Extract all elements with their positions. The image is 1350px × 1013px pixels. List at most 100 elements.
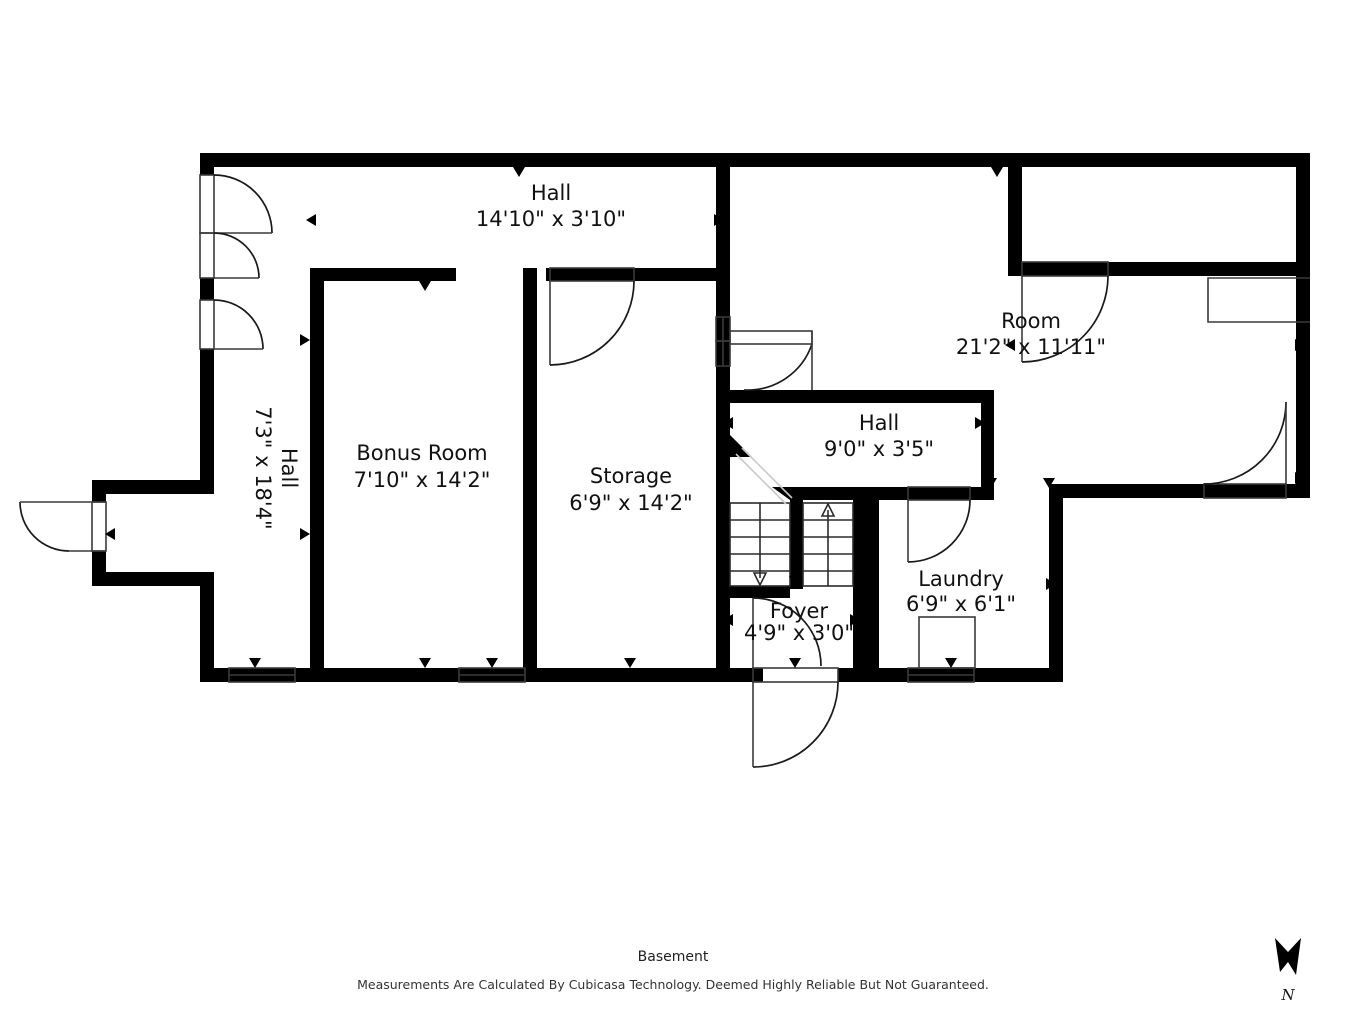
wall-protrusion-bottom (92, 572, 214, 586)
recess-room-right (1207, 277, 1310, 323)
marker-laundry-d (945, 658, 957, 668)
marker-foyer-b (850, 614, 860, 626)
compass-group: N (1275, 938, 1301, 1004)
marker-hall-top-d (714, 214, 724, 226)
door-foyer-arc (752, 681, 839, 768)
door-left-mid-leaf (199, 232, 215, 279)
room-label-storage: Storage (590, 464, 672, 488)
room-dim-storage: 6'9" x 14'2" (569, 491, 692, 515)
marker-bonus-c (524, 475, 534, 487)
wall-stair-left (716, 500, 730, 682)
marker-foyer-d (789, 658, 801, 668)
room-label-foyer: Foyer (770, 599, 829, 623)
marker-laundry-b (1046, 578, 1056, 590)
door-storage-leaf (549, 267, 635, 282)
room-label-room: Room (1001, 309, 1061, 333)
compass-label: N (1280, 986, 1295, 1004)
wall-bonus-storage-divider (523, 268, 537, 682)
door-room-bottom-leaf (1203, 483, 1287, 499)
wall-alcove-bottom (1008, 262, 1310, 276)
wall-midhall-top-left (730, 390, 814, 403)
marker-bonus-a (419, 281, 431, 291)
wall-left-mid-stub (200, 278, 214, 300)
door-exterior-leaf (91, 501, 107, 552)
marker-midhall-b (975, 417, 985, 429)
wall-left-lower (200, 349, 214, 486)
wall-midhall-right (981, 390, 994, 494)
marker-room-c (991, 167, 1003, 177)
wall-hall-top-bottom-right (546, 268, 730, 281)
doors-group (19, 174, 1287, 768)
room-dim-hall-left: 7'3" x 18'4" (251, 406, 275, 529)
compass-north-arrow-icon (1275, 938, 1301, 975)
room-label-hall-mid: Hall (859, 411, 899, 435)
room-dim-foyer: 4'9" x 3'0" (744, 621, 854, 645)
room-labels-group: Hall 14'10" x 3'10" Hall 7'3" x 18'4" Bo… (251, 181, 1106, 645)
stair-up-arrow-icon (820, 502, 836, 517)
wall-laundry-left (866, 500, 879, 682)
wall-left-upper-stub (200, 153, 214, 175)
wall-protrusion-left-upper (92, 480, 106, 502)
room-label-hall-left: Hall (277, 448, 301, 488)
wall-foyer-top (730, 586, 790, 598)
marker-laundry-a (886, 490, 898, 500)
marker-storage-b (717, 469, 727, 481)
door-room-top-leaf (1021, 261, 1109, 277)
wall-laundry-right (1049, 484, 1063, 682)
door-left-lower-leaf (199, 299, 215, 350)
marker-foyer-c (789, 576, 801, 586)
door-foyer-inner-arc (752, 597, 822, 667)
wall-bonus-left (310, 268, 324, 682)
floor-title: Basement (638, 949, 709, 965)
stair-down-arrow-icon (752, 572, 768, 587)
marker-room-a (1005, 339, 1015, 351)
marker-window-bonus-left (249, 658, 261, 668)
wall-protrusion-top (92, 480, 214, 494)
marker-room-b (1295, 339, 1305, 351)
wall-alcove-left (1008, 160, 1022, 276)
door-laundry-leaf (907, 486, 971, 501)
room-dim-room: 21'2" x 11'11" (956, 335, 1106, 359)
dimension-markers-group (105, 167, 1305, 668)
wall-jamb-lower (716, 366, 730, 390)
room-label-hall-top: Hall (531, 181, 571, 205)
wall-exterior-top (200, 153, 1310, 167)
railing-line-2 (735, 453, 787, 505)
disclaimer-text: Measurements Are Calculated By Cubicasa … (357, 977, 989, 992)
wall-stair-center (790, 497, 803, 589)
door-foyer-leaf (752, 667, 839, 683)
wall-left-bottom (200, 572, 214, 682)
door-midhall-arc (743, 343, 813, 391)
room-label-bonus-room: Bonus Room (356, 441, 487, 465)
marker-midhall-a (884, 392, 896, 402)
room-dim-laundry: 6'9" x 6'1" (906, 592, 1016, 616)
footer-group: Basement Measurements Are Calculated By … (357, 949, 989, 992)
room-dim-hall-mid: 9'0" x 3'5" (824, 437, 934, 461)
wall-jamb-upper (716, 307, 730, 317)
door-room-bottom-arc (1203, 401, 1287, 485)
door-left-mid-arc (213, 232, 260, 279)
door-left-upper-arc (213, 174, 273, 234)
wall-midhall-top-right (806, 390, 994, 403)
walls-group (92, 153, 1310, 682)
marker-midhall-d (985, 478, 997, 488)
marker-room-d (1043, 478, 1055, 488)
marker-hall-top-b (713, 272, 725, 282)
marker-window-bonus-right (486, 658, 498, 668)
marker-hall-left-c (105, 528, 115, 540)
laundry-fixture (918, 616, 976, 669)
stairs-group (729, 447, 854, 587)
door-laundry-arc (907, 499, 971, 563)
wall-hall-top-bottom-left (310, 268, 456, 281)
marker-laundry-c (859, 578, 869, 590)
wall-hall-top-right (716, 160, 730, 275)
marker-room-e (1295, 472, 1305, 484)
marker-hall-top-a (513, 167, 525, 177)
door-exterior-arc (19, 501, 70, 552)
marker-foyer-a (723, 614, 733, 626)
door-left-lower-arc (213, 299, 264, 350)
marker-storage-a (624, 658, 636, 668)
railing-line-1 (741, 447, 793, 499)
